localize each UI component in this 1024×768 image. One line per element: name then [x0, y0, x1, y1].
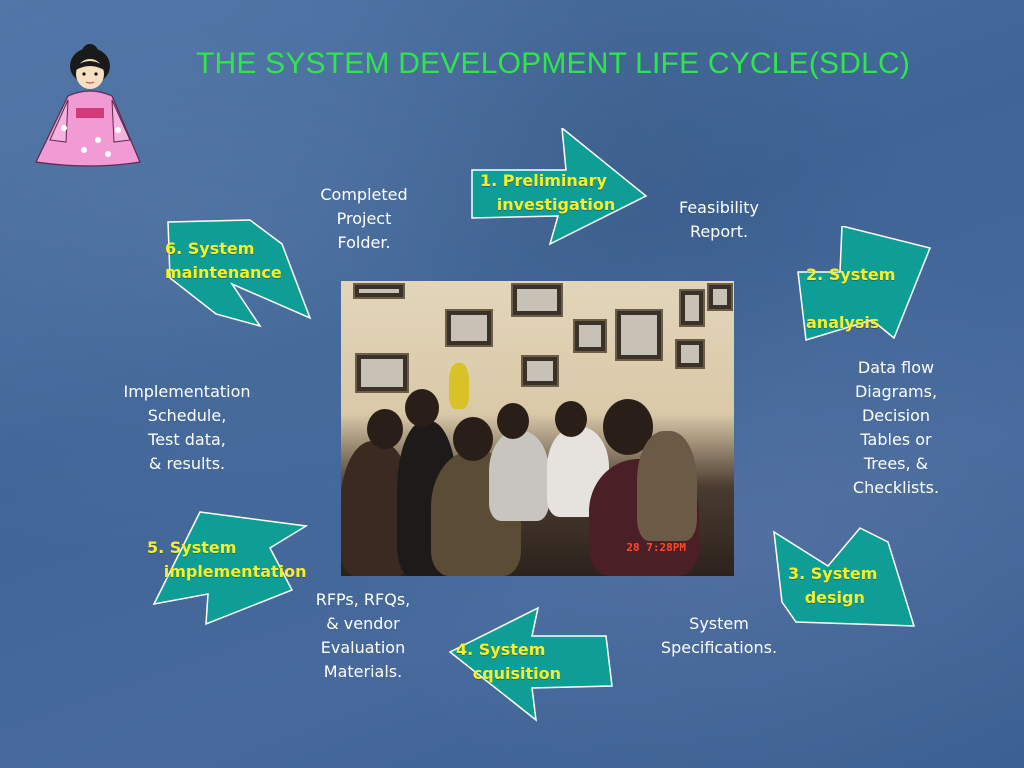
stage-5-arrow: [148, 508, 310, 626]
group-discussion-photo: 28 7:28PM: [341, 281, 734, 576]
stage-2-label: 2. System analysis: [806, 265, 896, 332]
slide-title: THE SYSTEM DEVELOPMENT LIFE CYCLE(SDLC): [196, 47, 911, 80]
design-output-note: System Specifications.: [660, 614, 778, 657]
stage-4-arrow: [444, 606, 614, 724]
feasibility-report-note: Feasibility Report.: [679, 198, 759, 241]
stage-5-label: 5. System implementation: [147, 538, 307, 581]
analysis-output-note: Data flow Diagrams, Decision Tables or T…: [852, 358, 940, 497]
stage-1-label: 1. Preliminary investigation: [480, 171, 616, 214]
implementation-output-note: Implementation Schedule, Test data, & re…: [123, 382, 251, 473]
stage-4-label: 4. System cquisition: [456, 640, 562, 683]
stage-3-label: 3. System design: [788, 564, 878, 607]
photo-timestamp: 28 7:28PM: [626, 541, 686, 554]
kimono-girl-clipart: [28, 44, 152, 172]
stage-2-arrow: [796, 226, 936, 344]
completed-folder-note: Completed Project Folder.: [320, 185, 408, 252]
stage-6-label: 6. System maintenance: [165, 239, 282, 282]
stage-6-arrow: [162, 218, 318, 330]
stage-1-arrow: [468, 128, 650, 246]
stage-3-arrow: [770, 522, 920, 632]
acquisition-output-note: RFPs, RFQs, & vendor Evaluation Material…: [315, 590, 411, 681]
